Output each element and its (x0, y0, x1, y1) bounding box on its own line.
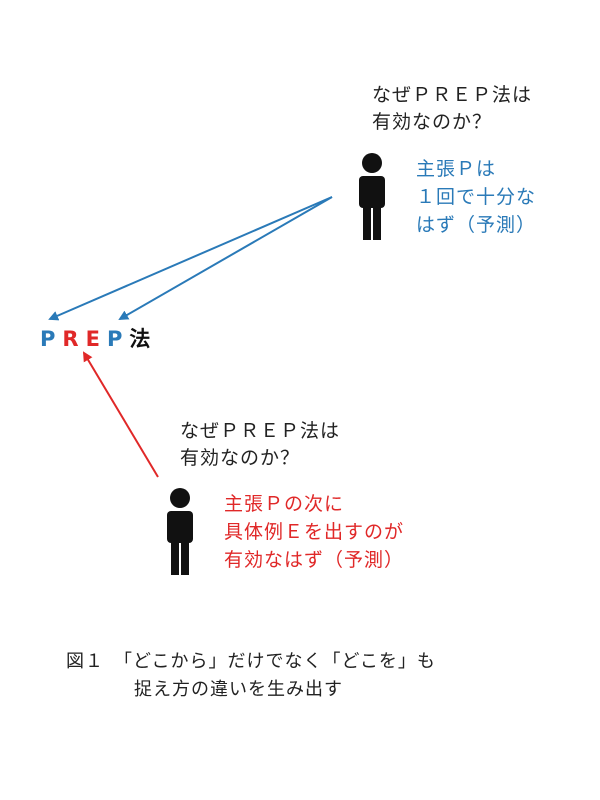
top-thought-line2: １回で十分な (416, 186, 537, 208)
top-thought-line1: 主張Ｐは (416, 158, 497, 180)
bottom-thought-line3: 有効なはず（予測） (224, 549, 405, 571)
prep-letter-p2: P (106, 327, 130, 351)
person-icon (167, 488, 193, 575)
caption-line2: 捉え方の違いを生み出す (134, 679, 343, 700)
bottom-question-line1: なぜＰＲＥＰ法は (180, 420, 341, 442)
prep-letter-e: E (85, 327, 107, 351)
blue-arrow-to-last-p (118, 196, 333, 320)
prep-label: PREP法 (40, 323, 150, 353)
top-question-line1: なぜＰＲＥＰ法は (372, 84, 533, 106)
blue-arrow-to-first-p (48, 196, 333, 321)
bottom-question: なぜＰＲＥＰ法は 有効なのか？ (180, 418, 340, 472)
prep-letter-p1: P (40, 327, 63, 351)
bottom-thought-line2: 具体例Ｅを出すのが (224, 521, 405, 543)
prep-suffix: 法 (129, 327, 151, 351)
figure-caption: 図１ 「どこから」だけでなく「どこを」も 捉え方の違いを生み出す (66, 648, 436, 704)
top-question-line2: 有効なのか？ (372, 111, 493, 133)
bottom-thought: 主張Ｐの次に 具体例Ｅを出すのが 有効なはず（予測） (224, 490, 404, 574)
caption-line1: 図１ 「どこから」だけでなく「どこを」も (66, 651, 436, 672)
person-icon (359, 153, 385, 240)
top-thought: 主張Ｐは １回で十分な はず（予測） (416, 155, 536, 239)
top-question: なぜＰＲＥＰ法は 有効なのか？ (372, 82, 532, 136)
red-arrow-to-re (82, 351, 159, 478)
bottom-question-line2: 有効なのか？ (180, 447, 301, 469)
prep-letter-r: R (62, 327, 86, 351)
top-thought-line3: はず（予測） (416, 214, 537, 236)
bottom-thought-line1: 主張Ｐの次に (224, 493, 345, 515)
